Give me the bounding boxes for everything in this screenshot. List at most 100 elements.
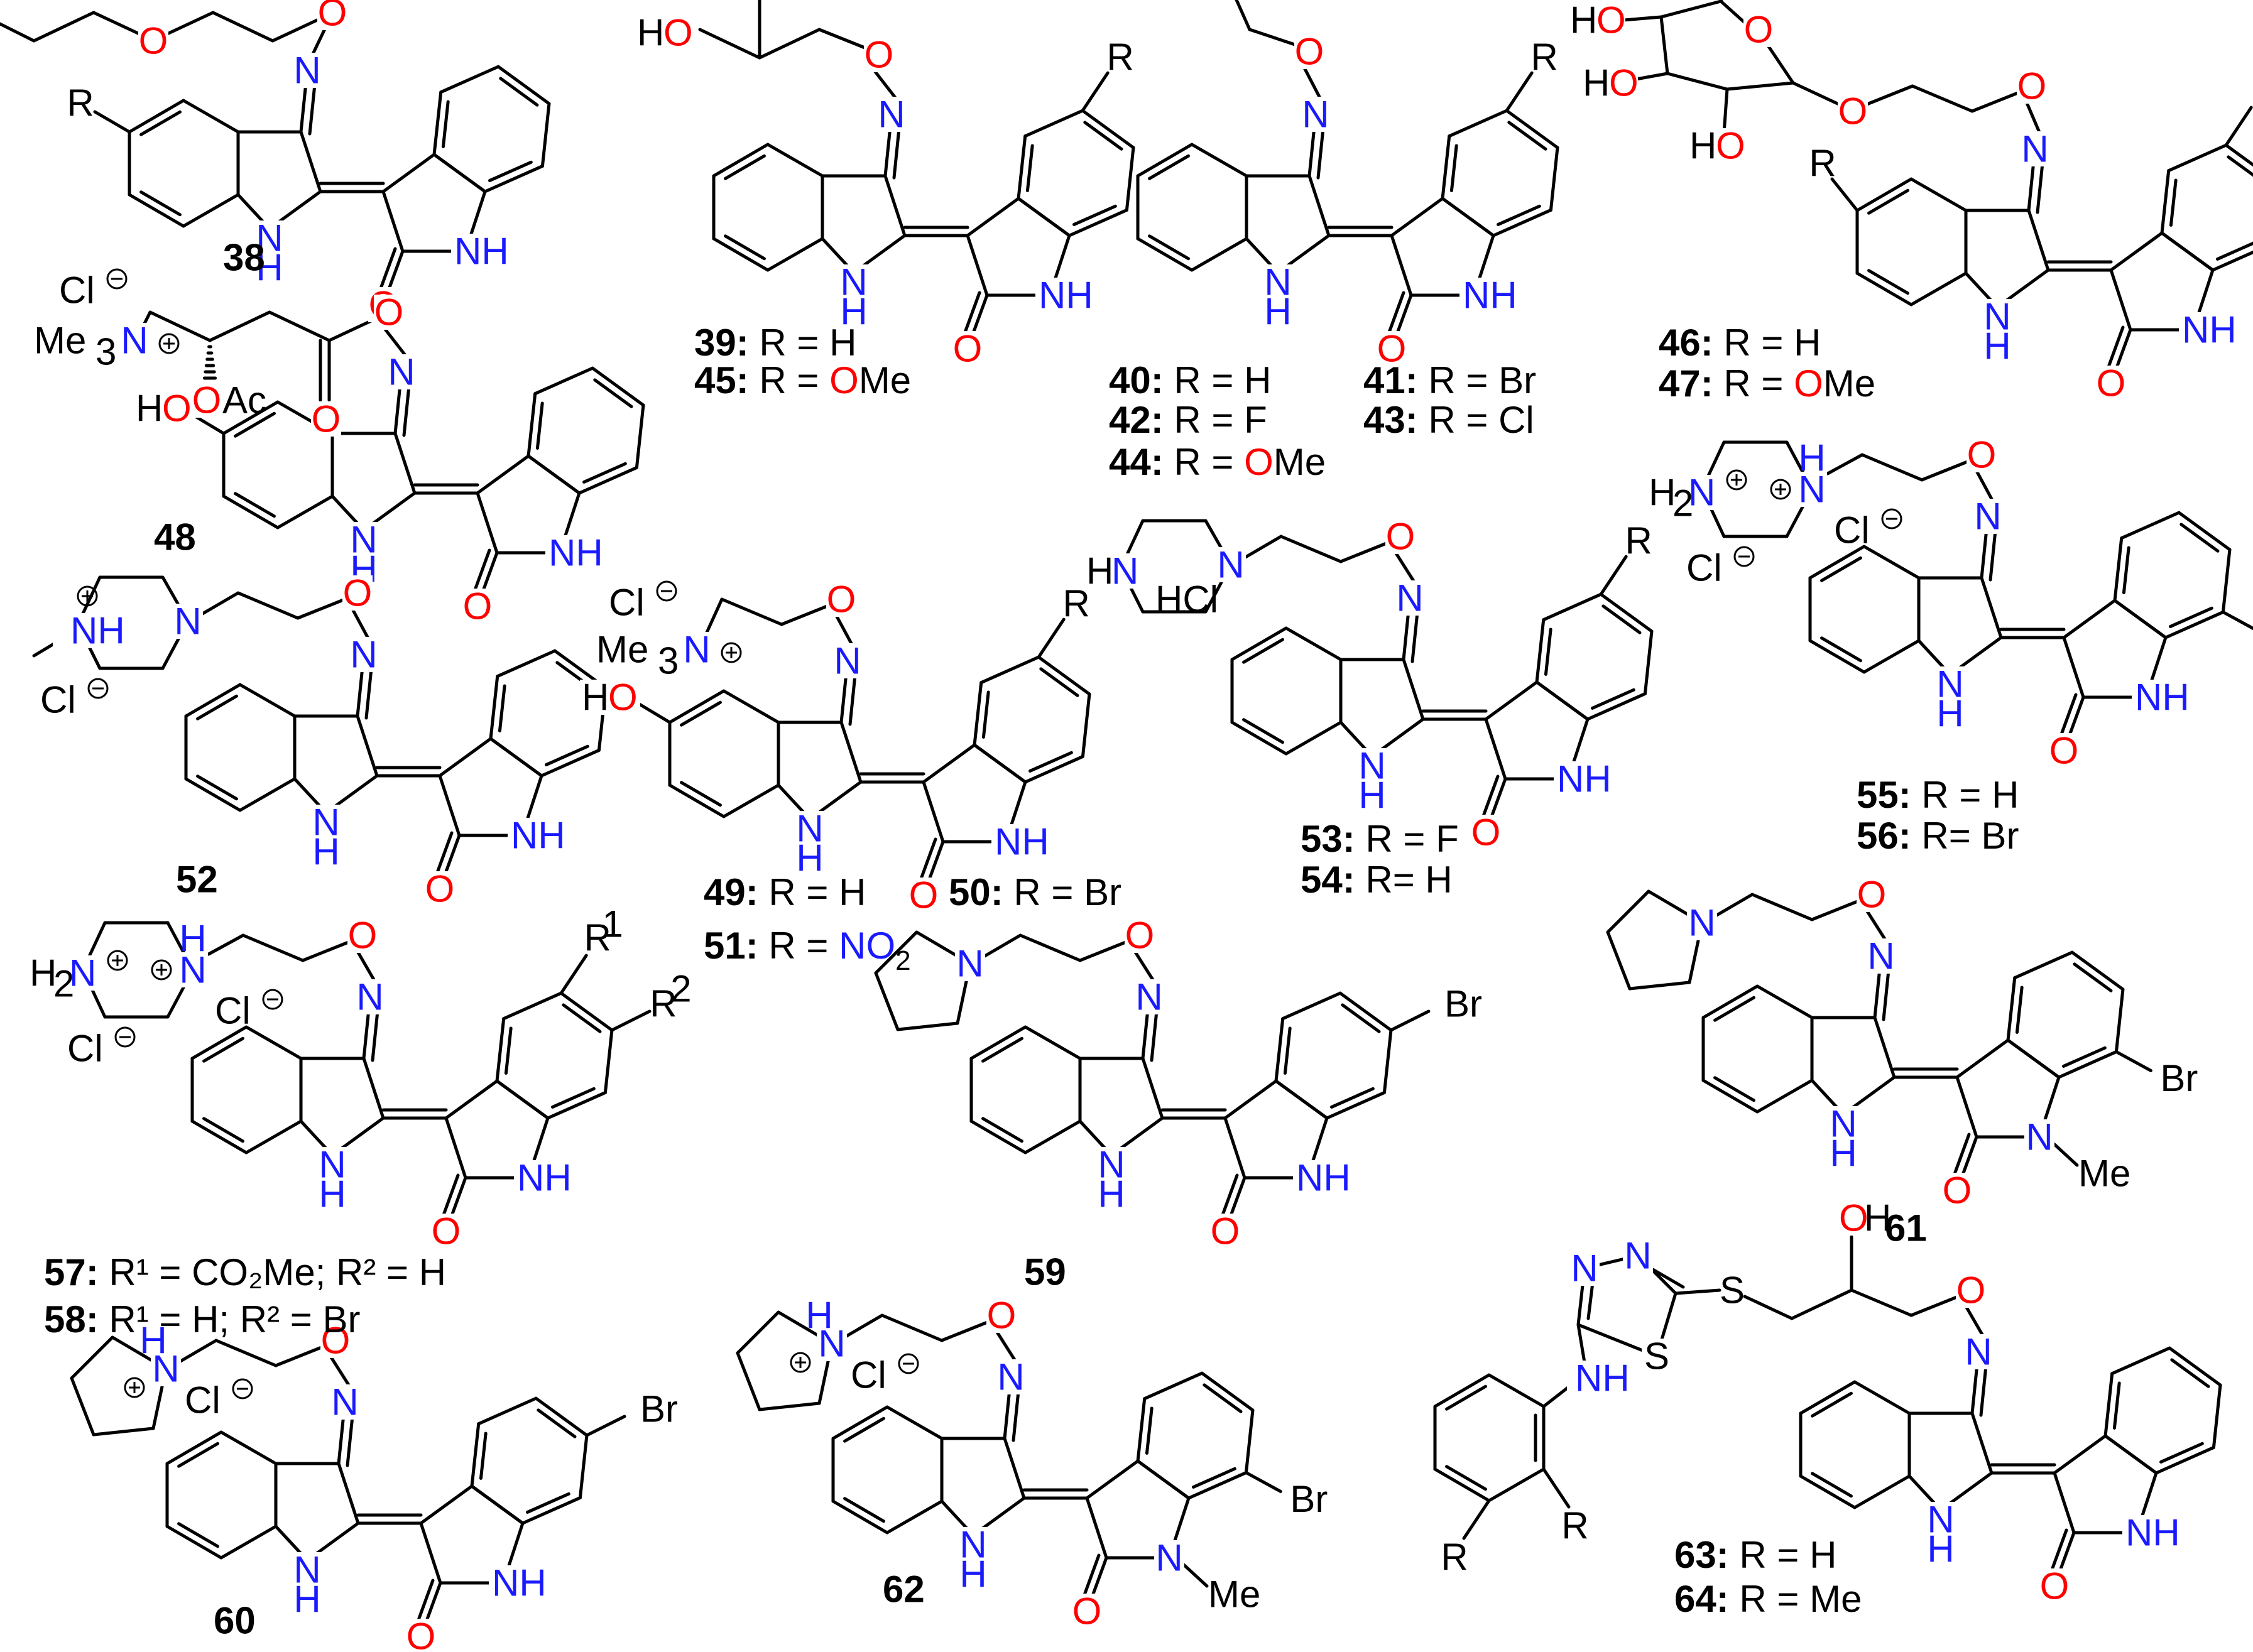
cmp59-bond [1141, 1057, 1164, 1120]
cmp55-right-benzo-edge [2221, 548, 2232, 614]
cmp46-left-benzo-edge [1855, 177, 1913, 212]
cmp57-right-benzo-edge-second [504, 1026, 513, 1075]
cmp53-bond [1484, 717, 1507, 781]
label-mask [317, 1147, 347, 1182]
cmp52-label: 52 [176, 859, 218, 901]
cmp59-left-benzo-edge [1023, 1025, 1082, 1060]
legend-number: 44: [1109, 441, 1164, 483]
cmp46-ring-o: O [1744, 9, 1774, 51]
cmp49-bond [922, 743, 976, 784]
cmp46-sugar [1719, 0, 1723, 3]
cmp60-chloride: Cl [185, 1379, 221, 1421]
cmp57-left-benzo-edge-second [202, 1117, 244, 1143]
cmp48-right-benzo-edge [591, 366, 645, 407]
legend-number: 58: [44, 1298, 99, 1340]
chloride-charge [262, 989, 283, 1010]
cmp39-left-benzo-edge [712, 237, 770, 272]
label-mask [1828, 1106, 1858, 1141]
cmp48-ammonium-charge [158, 333, 180, 354]
cmp60-right-benzo-edge-second [537, 1408, 577, 1438]
label-mask [134, 391, 194, 426]
cmp60-bond [419, 1484, 474, 1525]
cmp55-carbonyl-o: O [2049, 730, 2079, 772]
legend-number: 43: [1363, 399, 1418, 441]
chloride-charge [898, 1353, 919, 1374]
cmp49-right-benzo-edge [973, 681, 983, 747]
legend-number: 42: [1109, 399, 1164, 441]
label-mask [1661, 475, 1718, 510]
cmp39-chain [817, 28, 868, 50]
label-mask [545, 535, 606, 570]
cmp53-left-benzo-edge-second [1242, 638, 1284, 664]
cmp53-right-benzo-edge [1586, 692, 1647, 721]
cmp63-chain [1743, 1295, 1794, 1320]
legend-number: 49: [704, 871, 758, 913]
cmp59-no-bond [1132, 947, 1156, 984]
legend-number: 45: [694, 359, 749, 401]
cmp39-oxime-o: O [865, 34, 894, 76]
cmp52-left-benzo-edge [238, 777, 297, 812]
legend-text-tail: 2 [895, 945, 910, 976]
cmp57-piperazinium-n2: N [69, 952, 96, 994]
cmp60-br: Br [640, 1388, 678, 1430]
cmp59-right-benzo-edge-second [1330, 1087, 1375, 1109]
cmp61-pyrrolidine [1628, 981, 1691, 991]
cmp39-carbonyl-o: O [953, 328, 983, 370]
label-mask [1134, 979, 1164, 1014]
cmp46-ho3-h: H [1583, 62, 1610, 104]
cmp59-br-bond [1389, 1009, 1431, 1032]
cmp62-bond [1085, 1459, 1140, 1500]
cmp46-sugar [1659, 0, 1723, 19]
cmp39-ho-o: O [663, 12, 693, 54]
cmp55-chloride-1: Cl [1834, 509, 1870, 552]
charge-circle [77, 585, 98, 607]
cmp53-chain [1241, 535, 1283, 560]
label-mask [2049, 733, 2079, 768]
label-mask [1956, 1273, 1986, 1308]
cmp55-piperazinium-n2: N [1688, 472, 1715, 514]
cmp57-r1: R [584, 917, 611, 959]
cmp60-pyrrolidine [92, 1426, 155, 1437]
cmp61-right-benzo-edge [2057, 1050, 2118, 1079]
cmp63-right-benzo-edge [2168, 1346, 2222, 1387]
cmp62-right-benzo-edge [1136, 1459, 1191, 1500]
cmp48-oac-ac: Ac [222, 379, 266, 421]
cmp40-right-benzo-edge [1492, 208, 1552, 237]
charge-circle [151, 959, 172, 981]
cmp40-right-benzo-edge [1549, 146, 1559, 212]
cmp40-right-benzo-edge [1448, 109, 1508, 138]
cmp57-chain [207, 933, 245, 956]
cmp63-r1: R [1561, 1505, 1588, 1547]
cmp52-left-benzo-edge [238, 683, 297, 718]
chloride-charge [114, 1026, 136, 1048]
cmp61-n-methyl-bond [2051, 1141, 2079, 1167]
label-mask [1578, 65, 1638, 101]
cmp61-left-benzo-edge-second [1713, 996, 1755, 1022]
label-mask [2020, 131, 2050, 166]
cmp53-legend-2: 54: R= H [1301, 859, 1453, 901]
cmp39-r-bond [1081, 71, 1110, 112]
cmp39-right-benzo-edge [1017, 134, 1027, 200]
cmp57-right-benzo-edge-second [551, 1087, 596, 1109]
label-mask [1125, 918, 1155, 953]
cmp63-legend-1: 63: R = H [1674, 1534, 1836, 1576]
cmp62-left-benzo-edge [885, 1499, 944, 1535]
cmp63-left-benzo-edge [1853, 1380, 1911, 1415]
cmp63-oxime-o: O [1956, 1269, 1986, 1312]
cmp63-thiadiazole-n1: N [1624, 1235, 1651, 1277]
label-mask [42, 955, 99, 991]
cmp62-label: 62 [883, 1568, 925, 1611]
label-mask [795, 811, 825, 846]
label-mask [1395, 580, 1425, 616]
charge-circle [1881, 508, 1902, 530]
cmp60-pyrrolidinium-n: N [152, 1348, 179, 1390]
cmp40-left-benzo-edge [1190, 237, 1248, 272]
cmp57-left-nh-h: H [319, 1173, 346, 1215]
cmp60-left-benzo-edge [165, 1430, 223, 1465]
cmp52-oxime-n: N [350, 634, 377, 676]
cmp46-right-benzo-edge-second [2169, 178, 2178, 227]
cmp46-left-benzo-edge [1909, 271, 1968, 307]
cmp63-left-benzo-edge [1799, 1380, 1857, 1415]
cmp52-piperazinium-charge [77, 585, 98, 607]
cmp57-nh: NH [517, 1157, 572, 1199]
